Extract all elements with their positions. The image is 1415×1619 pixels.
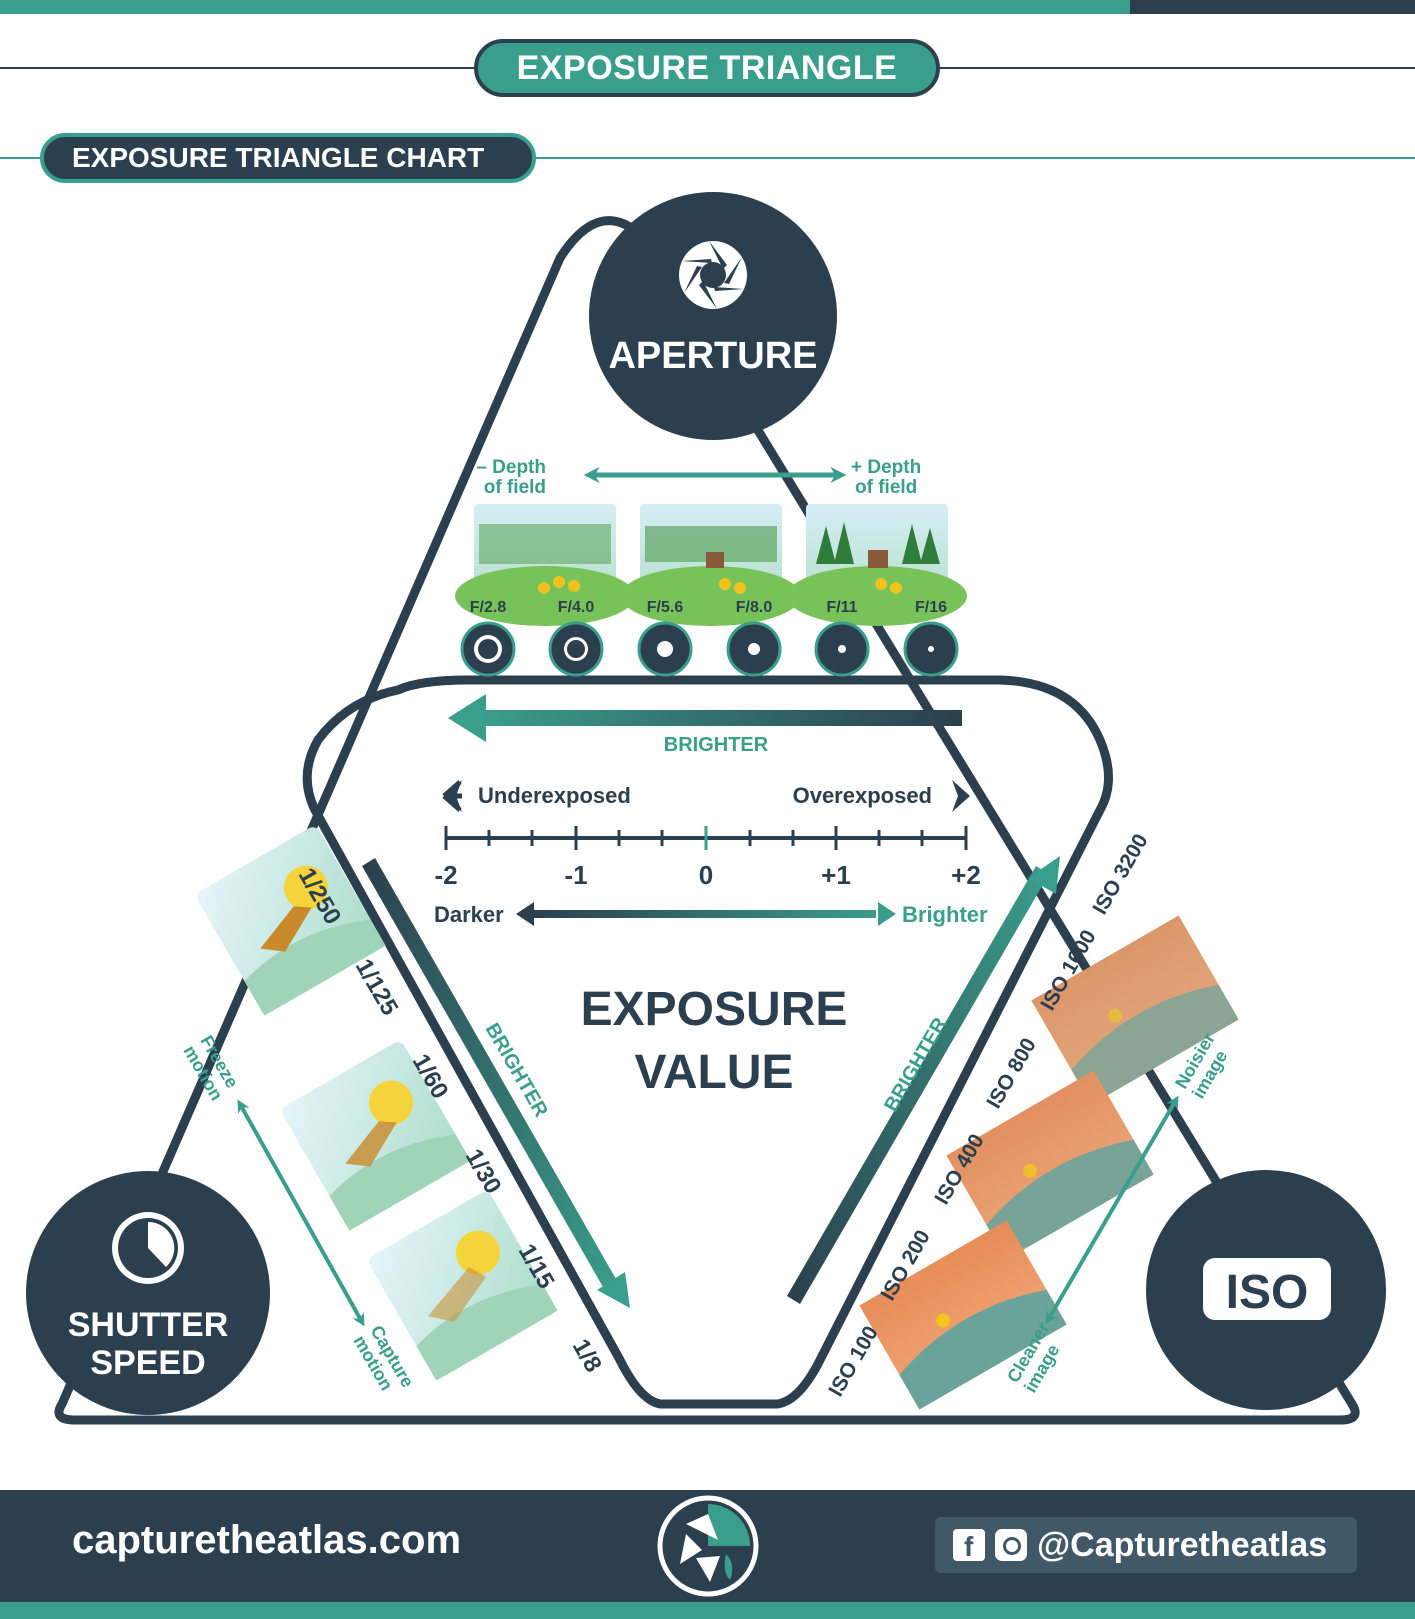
iso-value-label: ISO 3200: [1088, 830, 1152, 918]
scale-ticks: [444, 826, 968, 850]
aperture-brighter-arrow: BRIGHTER: [448, 694, 962, 756]
site-link[interactable]: capturetheatlas.com: [72, 1518, 462, 1562]
fstops: F/2.8 F/4.0 F/5.6 F/8.0 F/11 F/16: [460, 599, 959, 677]
instagram-icon[interactable]: [995, 1529, 1027, 1561]
exposure-scale: Underexposed Overexposed -2 -1 0 +1 +2 D…: [434, 780, 988, 927]
overexposed-label: Overexposed: [793, 783, 932, 808]
darker-label: Darker: [434, 902, 504, 927]
shutter-label-line1: SHUTTER: [68, 1306, 229, 1344]
lens-icon: [726, 621, 782, 677]
scale-label: 0: [699, 860, 713, 890]
motion-image-3: [369, 1192, 558, 1381]
noise-arrow: [1045, 1095, 1179, 1325]
logo-icon[interactable]: [656, 1494, 760, 1598]
social-handle-box[interactable]: f @Capturetheatlas: [935, 1517, 1357, 1573]
depth-minus-line2: of field: [484, 477, 546, 498]
center-title-line2: VALUE: [634, 1046, 793, 1099]
fstop-label: F/4.0: [558, 599, 595, 616]
lens-icon: [460, 621, 516, 677]
iso-label: ISO: [1226, 1266, 1309, 1319]
fstop-label: F/11: [826, 599, 857, 616]
footer-bottom-bar: [0, 1602, 1415, 1619]
facebook-icon[interactable]: f: [953, 1529, 985, 1561]
fstop-label: F/8.0: [736, 599, 773, 616]
subtitle-line: [0, 157, 1415, 159]
top-bar-teal: [0, 0, 1130, 14]
iso-badge: ISO: [1146, 1170, 1386, 1410]
outer-triangle: [54, 216, 1360, 1425]
aperture-badge: APERTURE: [589, 192, 837, 440]
overexposed-arrow-icon: [952, 780, 970, 812]
fstop-label: F/16: [915, 599, 947, 616]
aperture-icon: [679, 241, 747, 309]
underexposed-label: Underexposed: [478, 783, 631, 808]
center-title-line1: EXPOSURE: [581, 983, 848, 1036]
underexposed-arrow-icon: [444, 780, 462, 812]
depth-plus-line1: + Depth: [851, 457, 921, 478]
inner-triangle: [302, 675, 1113, 1409]
brighter-label: Brighter: [902, 902, 988, 927]
lens-icon: [548, 621, 604, 677]
landscape-image-2: [621, 504, 801, 626]
landscape-image-1: [455, 504, 635, 626]
scale-label: -1: [564, 860, 587, 890]
lens-icon: [903, 621, 959, 677]
social-handle: @Capturetheatlas: [1037, 1525, 1328, 1564]
depth-plus-line2: of field: [855, 477, 917, 498]
depth-of-field: – Depth of field + Depth of field: [476, 457, 921, 498]
shutter-label-line2: SPEED: [90, 1344, 205, 1382]
shutter-speed-label: 1/125: [350, 955, 403, 1021]
fstop-label: F/5.6: [647, 599, 684, 616]
iso-image-3: [859, 1220, 1067, 1410]
page-title: EXPOSURE TRIANGLE: [474, 39, 940, 97]
aperture-label: APERTURE: [608, 335, 817, 377]
scale-label: +1: [821, 860, 851, 890]
landscape-image-3: [787, 504, 967, 626]
scale-label: -2: [434, 860, 457, 890]
scale-label: +2: [951, 860, 981, 890]
motion-image-1: [197, 827, 386, 1016]
top-bar-dark: [1130, 0, 1415, 14]
shutter-speed-label: 1/8: [567, 1335, 607, 1377]
depth-minus-line1: – Depth: [476, 457, 546, 478]
shutter-badge: SHUTTER SPEED: [26, 1171, 270, 1415]
stopwatch-icon: [112, 1212, 184, 1284]
shutter-speed-label: 1/30: [460, 1145, 507, 1199]
lens-icon: [814, 621, 870, 677]
aperture-brighter-label: BRIGHTER: [664, 734, 769, 756]
iso-value-label: ISO 800: [982, 1034, 1040, 1112]
section-title: EXPOSURE TRIANGLE CHART: [40, 133, 536, 183]
iso-image-1: [1031, 915, 1239, 1105]
iso-image-2: [946, 1070, 1154, 1260]
lens-icon: [637, 621, 693, 677]
motion-arrow: [237, 1099, 365, 1327]
exposure-triangle-diagram: APERTURE – Depth of field + Depth of fie…: [26, 192, 1386, 1425]
aperture-images: [455, 504, 967, 626]
fstop-label: F/2.8: [470, 599, 507, 616]
